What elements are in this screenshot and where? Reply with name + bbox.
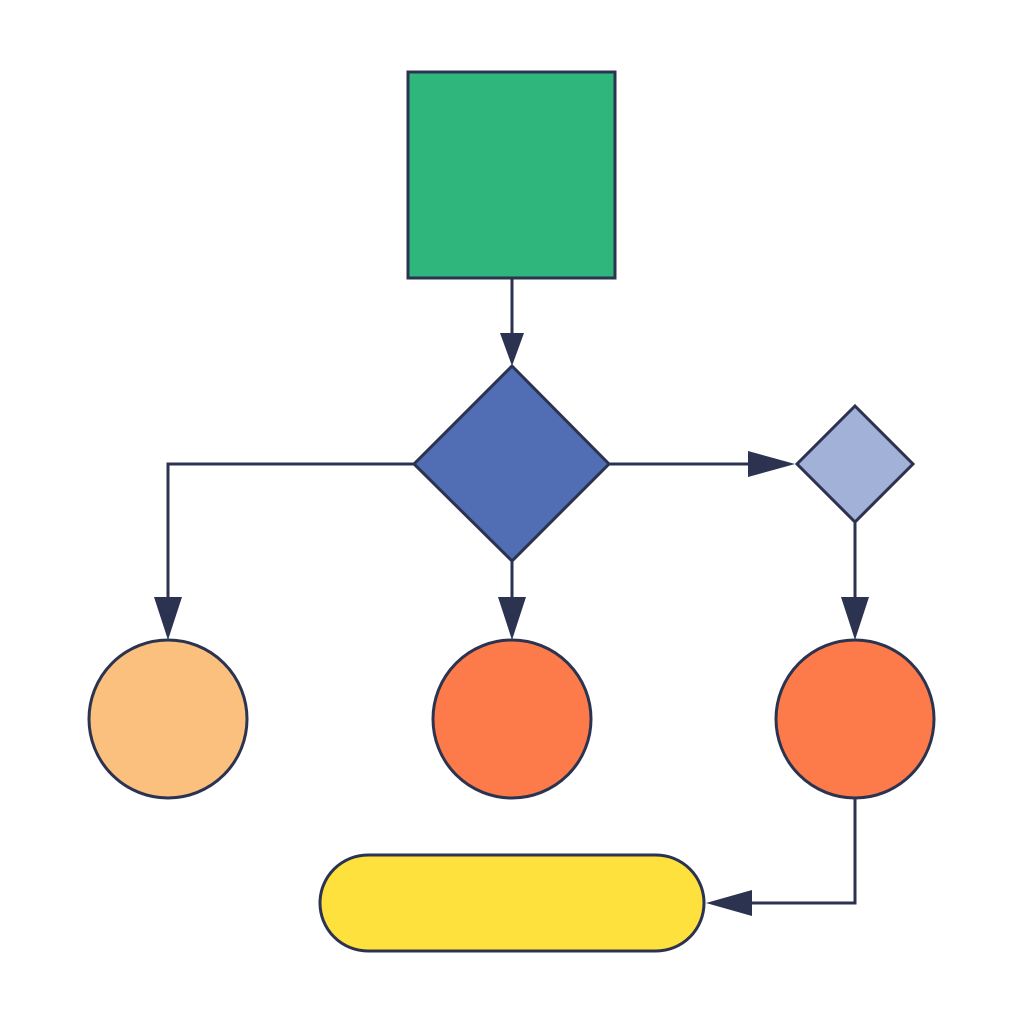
connectors: [154, 278, 869, 916]
edge-decision-main-to-result-left: [166, 462, 414, 600]
result-middle-circle: [431, 638, 593, 800]
edge-result-right-to-end: [736, 798, 857, 905]
end-rounded-rectangle-node: [318, 853, 706, 953]
result-left-circle: [87, 638, 249, 800]
start-square-node: [406, 70, 617, 280]
arrowhead-to-end: [706, 890, 752, 916]
arrowhead-to-decision-secondary: [748, 451, 795, 477]
arrowhead-to-result-middle: [498, 597, 526, 640]
secondary-decision-diamond: [794, 403, 916, 525]
arrowhead-to-decision-main: [500, 333, 524, 366]
result-right-circle: [774, 638, 936, 800]
arrowhead-to-result-left: [154, 597, 182, 640]
main-decision-diamond: [411, 363, 612, 564]
nodes: [87, 70, 936, 953]
arrowhead-to-result-right: [841, 597, 869, 640]
